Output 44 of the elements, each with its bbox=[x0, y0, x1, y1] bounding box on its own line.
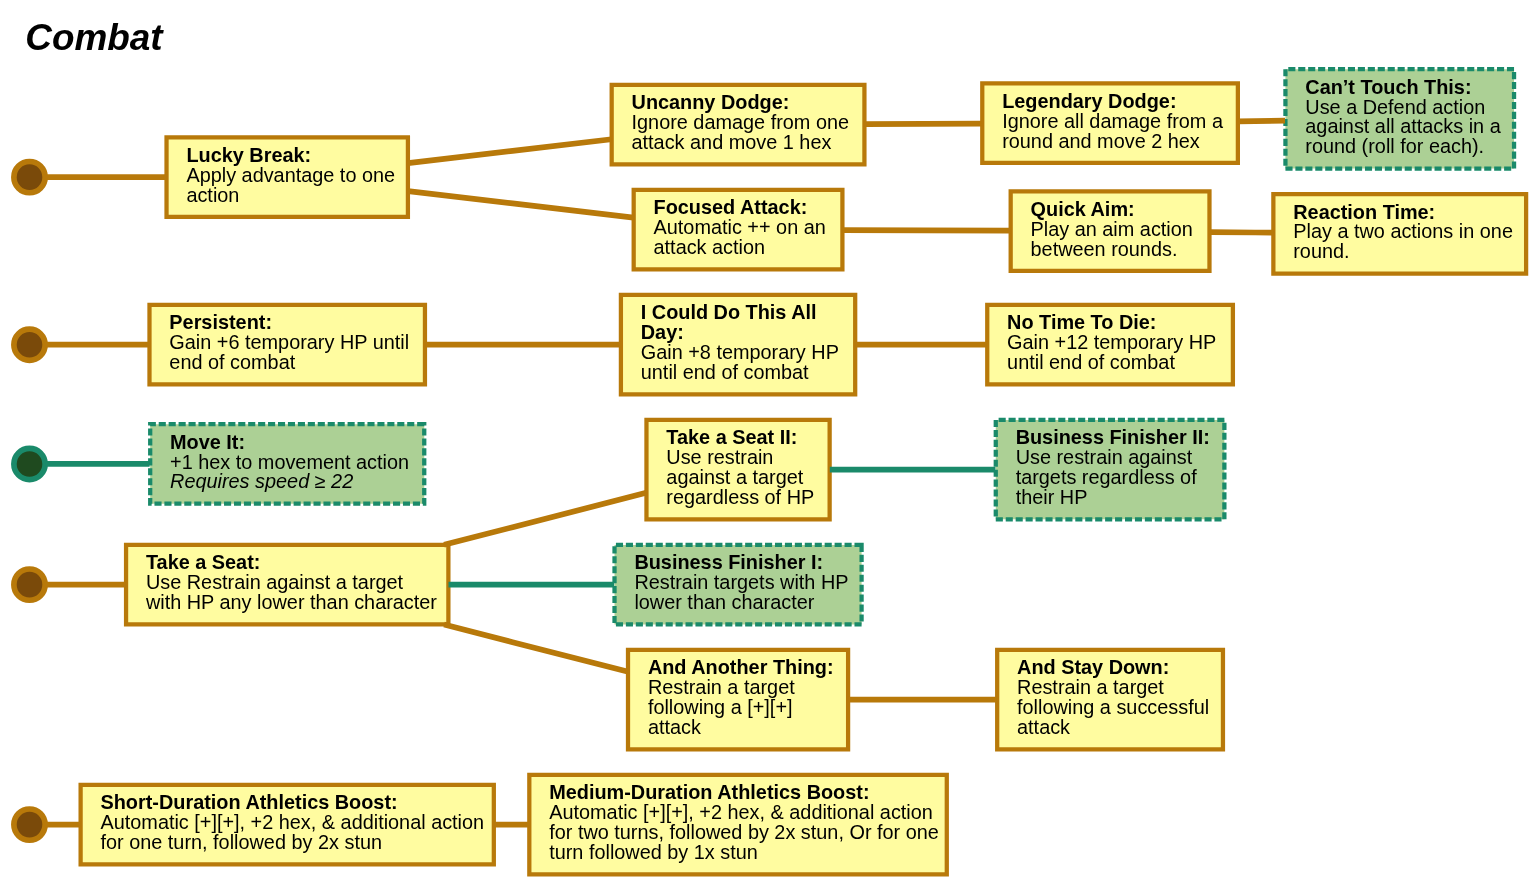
node-box: Lucky Break: Apply advantage to one action bbox=[164, 134, 411, 219]
connector bbox=[407, 135, 612, 166]
connector bbox=[443, 489, 647, 547]
connector bbox=[842, 226, 1011, 234]
node-box: Reaction Time: Play a two actions in one round. bbox=[1271, 191, 1529, 276]
node-box: No Time To Die: Gain +12 temporary HP until end of combat bbox=[985, 302, 1236, 387]
connector bbox=[45, 460, 150, 467]
node-box: Take a Seat: Use Restrain against a target with HP any lower than character bbox=[123, 542, 451, 627]
diagram-title: Combat bbox=[25, 16, 163, 58]
connector bbox=[494, 821, 529, 827]
connector bbox=[1209, 228, 1274, 236]
node-box: Can’t Touch This: Use a Defend action against all attacks in a round (roll for each). bbox=[1283, 66, 1517, 171]
connector bbox=[45, 341, 149, 347]
connector bbox=[848, 696, 997, 702]
connector bbox=[829, 466, 996, 472]
node-box: Move It: +1 hex to movement action Requires speed ≥ 22 bbox=[148, 421, 427, 506]
node-circle bbox=[11, 325, 48, 363]
connector bbox=[1238, 117, 1286, 124]
node-circle bbox=[11, 445, 48, 482]
node-box: Business Finisher II: Use restrain against targets regardless of their HP bbox=[993, 417, 1227, 521]
connector bbox=[448, 581, 615, 587]
connector bbox=[45, 581, 126, 587]
connector bbox=[443, 621, 629, 674]
node-circle bbox=[11, 158, 48, 196]
connector bbox=[855, 341, 987, 347]
node-box: Short-Duration Athletics Boost: Automatic [+][+], +2 hex, & additional action for one turn, followed by 2x stun bbox=[78, 782, 496, 866]
node-box: And Another Thing: Restrain a target following a [+][+] attack bbox=[625, 647, 851, 751]
node-box: Medium-Duration Athletics Boost: Automatic [+][+], +2 hex, & additional action for two turns, followed by 2x stun, Or for one turn followed by 1x stun bbox=[527, 772, 949, 876]
node-box: I Could Do This All Day: Gain +8 temporary HP until end of combat bbox=[618, 292, 858, 396]
node-box: Take a Seat II: Use restrain against a target regardless of HP bbox=[644, 417, 832, 521]
node-box: Quick Aim: Play an aim action between rounds. bbox=[1008, 188, 1212, 273]
node-box: And Stay Down: Restrain a target following a successful attack bbox=[995, 647, 1226, 751]
node-box: Legendary Dodge: Ignore all damage from a round and move 2 hex bbox=[980, 80, 1240, 165]
connector bbox=[864, 120, 982, 127]
node-box: Focused Attack: Automatic ++ on an attack action bbox=[631, 187, 845, 272]
node-circle bbox=[11, 805, 48, 843]
node-box: Persistent: Gain +6 temporary HP until end of combat bbox=[147, 302, 428, 387]
node-box: Uncanny Dodge: Ignore damage from one attack and move 1 hex bbox=[609, 82, 867, 166]
node-box: Business Finisher I: Restrain targets with HP lower than character bbox=[612, 542, 864, 627]
connector bbox=[45, 821, 81, 827]
connector bbox=[407, 187, 634, 220]
node-circle bbox=[11, 565, 48, 603]
connector bbox=[45, 173, 167, 180]
connector bbox=[425, 341, 621, 347]
